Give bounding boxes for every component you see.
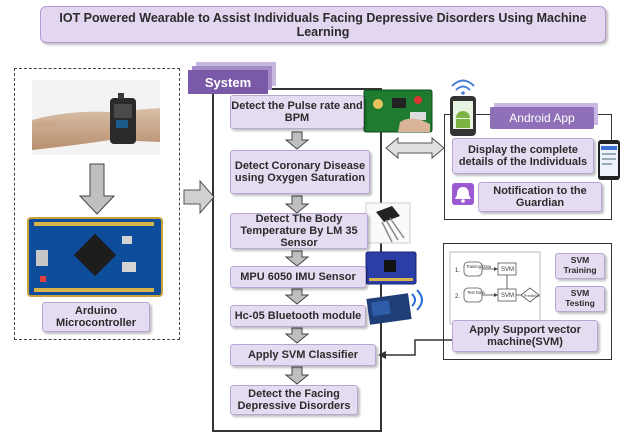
arduino-label: Arduino Microcontroller <box>42 302 150 332</box>
step-mpu6050: MPU 6050 IMU Sensor <box>230 266 366 288</box>
android-display-details: Display the complete details of the Indi… <box>452 138 594 174</box>
pulse-sensor-image <box>363 89 433 133</box>
bluetooth-module-image <box>366 289 423 325</box>
svm-testing-box: SVM Testing <box>555 286 605 312</box>
flow-training-data: Training Data <box>466 264 492 269</box>
flow-row2-index: 2. <box>455 294 460 300</box>
step-coronary-disease: Detect Coronary Disease using Oxygen Sat… <box>230 150 370 194</box>
smartphone-icon <box>598 140 620 180</box>
mpu6050-image <box>365 251 417 285</box>
step-svm-classifier: Apply SVM Classifier <box>230 344 376 366</box>
android-notification: Notification to the Guardian <box>478 182 602 212</box>
bell-icon <box>452 183 474 205</box>
lm35-sensor-image <box>365 202 411 244</box>
flow-prediction: Prediction <box>524 294 540 298</box>
diagram-title: IOT Powered Wearable to Assist Individua… <box>40 6 606 43</box>
arrow-arduino-to-system <box>183 179 215 215</box>
step-depressive-disorders: Detect the Facing Depressive Disorders <box>230 385 358 415</box>
svm-training-box: SVM Training <box>555 253 605 279</box>
apply-svm-box: Apply Support vector machine(SVM) <box>452 320 598 352</box>
android-phone-icon <box>450 79 476 136</box>
step-pulse-rate: Detect the Pulse rate and BPM <box>230 95 364 129</box>
flow-test-data: Test Data <box>467 290 485 295</box>
connector-svm-to-classifier <box>386 339 452 356</box>
svm-flow-diagram: 1. Training Data SVM 2. Test Data SVM Pr… <box>449 251 541 325</box>
step-bluetooth: Hc-05 Bluetooth module <box>230 305 366 327</box>
arrow-wearable-to-arduino <box>78 163 116 215</box>
step-body-temperature: Detect The Body Temperature By LM 35 Sen… <box>230 213 368 249</box>
flow-row1-index: 1. <box>455 268 460 274</box>
wearable-wrist-photo <box>32 80 160 155</box>
hardware-panel <box>14 68 180 340</box>
step-arrows <box>284 131 310 385</box>
arrow-system-android <box>385 136 445 160</box>
flow-svm-1: SVM <box>501 267 514 273</box>
system-tab: System <box>188 70 268 94</box>
arduino-board-image <box>27 217 163 297</box>
flow-svm-2: SVM <box>501 293 514 299</box>
android-tab: Android App <box>490 107 594 129</box>
